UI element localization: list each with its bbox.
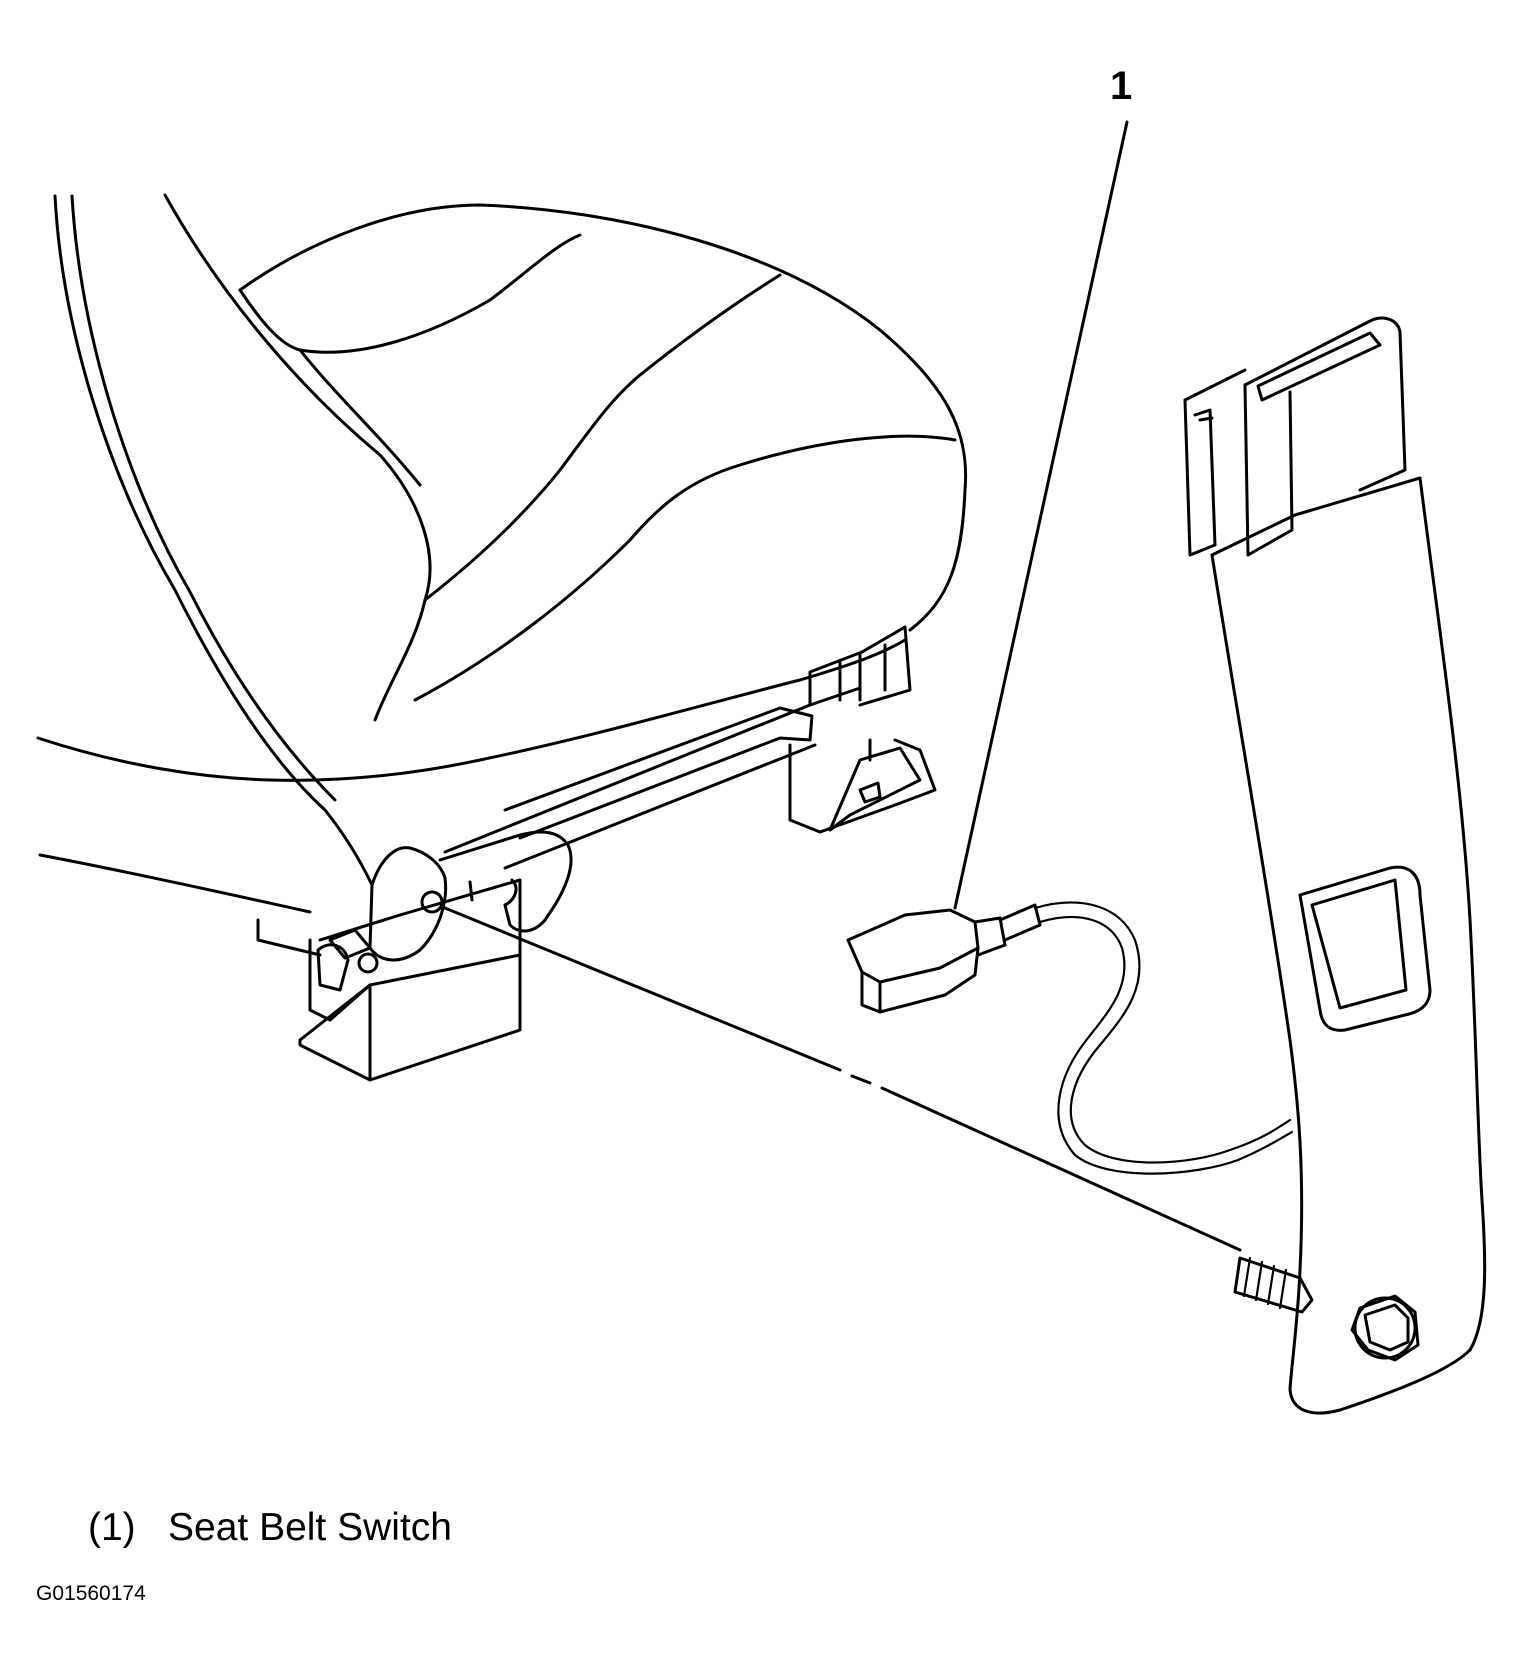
seat-belt-switch	[846, 901, 1294, 1175]
callout-number-1: 1	[1110, 64, 1133, 108]
legend-item-number: (1)	[88, 1506, 136, 1549]
figure-id: G01560174	[36, 1582, 146, 1605]
anchor-bolt	[1233, 1256, 1314, 1314]
bolt-centerline	[443, 906, 1242, 1252]
legend: (1) Seat Belt Switch	[88, 1506, 452, 1550]
seat-track	[256, 625, 937, 1082]
callout-leader-1	[953, 120, 1129, 910]
seat-belt-buckle	[1183, 316, 1487, 1415]
seat-latch	[316, 830, 573, 992]
seat-cushion	[36, 193, 968, 914]
legend-item-label: Seat Belt Switch	[168, 1506, 452, 1549]
